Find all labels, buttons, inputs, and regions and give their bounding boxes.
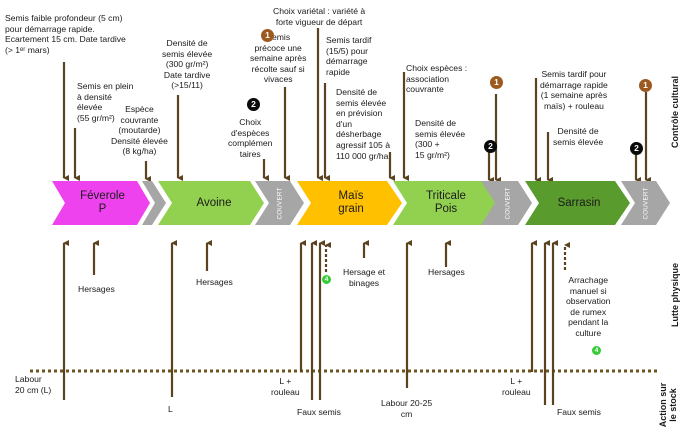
note-L-avoine: L [168,404,173,414]
chev-shape-cov3 [621,181,670,225]
lower-arrows [62,240,558,405]
note-L-rouleau-mais: L + rouleau [271,376,300,397]
note-hersages-feverole: Hersages [78,284,115,294]
chev-shape-avoine [158,181,264,225]
note-semis-tardif-sarrasin: Semis tardif pour démarrage rapide (1 se… [540,69,608,111]
chev-shape-sarrasin [525,181,630,225]
note-choix-especes: Choix d'espèces complémen taires [228,117,273,159]
note-semis-feverole: Semis faible profondeur (5 cm) pour déma… [5,13,126,55]
badge-2-black: 2 [247,98,260,111]
chev-shape-cov2 [481,181,532,225]
badge-2-black: 2 [484,140,497,153]
badge-4-green: 4 [322,275,331,284]
crop-triticale: Triticale Pois [426,190,466,215]
note-faux-semis-sarrasin: Faux semis [557,407,601,417]
note-semis-tardif-mais: Semis tardif (15/5) pour démarrage rapid… [326,35,372,77]
note-labour-triticale: Labour 20-25 cm [381,398,433,419]
note-semis-plein: Semis en plein à densité élevée (55 gr/m… [77,81,134,123]
badge-1-brown: 1 [490,76,503,89]
crop-feverole: Féverole P [80,190,125,215]
cultural-arrows [62,28,651,183]
badge-4-green: 4 [592,346,601,355]
badge-1-brown: 1 [639,79,652,92]
chev-shape-mais [297,181,402,225]
crop-avoine: Avoine [196,196,232,209]
note-densite-avoine: Densité de semis élevée (300 gr/m²) Date… [162,38,213,91]
note-L-rouleau-sarrasin: L + rouleau [502,376,531,397]
dashed-arrows [324,242,570,272]
crop-mais: Maïs grain [338,190,364,215]
note-labour-feverole: Labour 20 cm (L) [15,374,52,395]
note-arrachage-manuel: Arrachage manuel si observation de rumex… [566,275,611,338]
note-choix-especes-triticale: Choix espèces : association couvrante [406,63,468,95]
note-hersages-triticale: Hersages [428,267,465,277]
note-densite-triticale: Densité de semis élevée (300 + 15 gr/m²) [415,118,466,160]
crop-sarrasin: Sarrasin [557,196,601,209]
note-hersages-avoine: Hersages [196,277,233,287]
note-choix-varietal: Choix variétal : variété à forte vigueur… [273,6,366,27]
side-label-physique: Lutte physique [670,263,680,328]
couvert-2: COUVERT [504,186,512,220]
note-espece-couvrante: Espèce couvrante (moutarde) Densité élev… [111,104,168,157]
couvert-1: COUVERT [276,186,284,220]
note-densite-sarrasin: Densité de semis élevée [553,126,604,147]
chev-shape-cov1 [255,181,304,225]
couvert-3: COUVERT [642,186,650,220]
note-hersage-binages: Hersage et binages [343,267,386,288]
note-densite-mais: Densité de semis élevée en prévision d'u… [336,87,390,161]
side-label-stock: Action sur le stock [658,382,678,428]
chevron-row [52,181,670,225]
chev-shape-feverole [52,181,150,225]
chev-shape-gap1 [142,181,166,225]
side-label-cultural: Contrôle cultural [670,76,680,149]
badge-2-black: 2 [630,142,643,155]
note-faux-semis-mais: Faux semis [297,407,341,417]
badge-1-brown: 1 [261,29,274,42]
note-semis-precoce: Semis précoce une semaine après récolte … [250,32,307,85]
